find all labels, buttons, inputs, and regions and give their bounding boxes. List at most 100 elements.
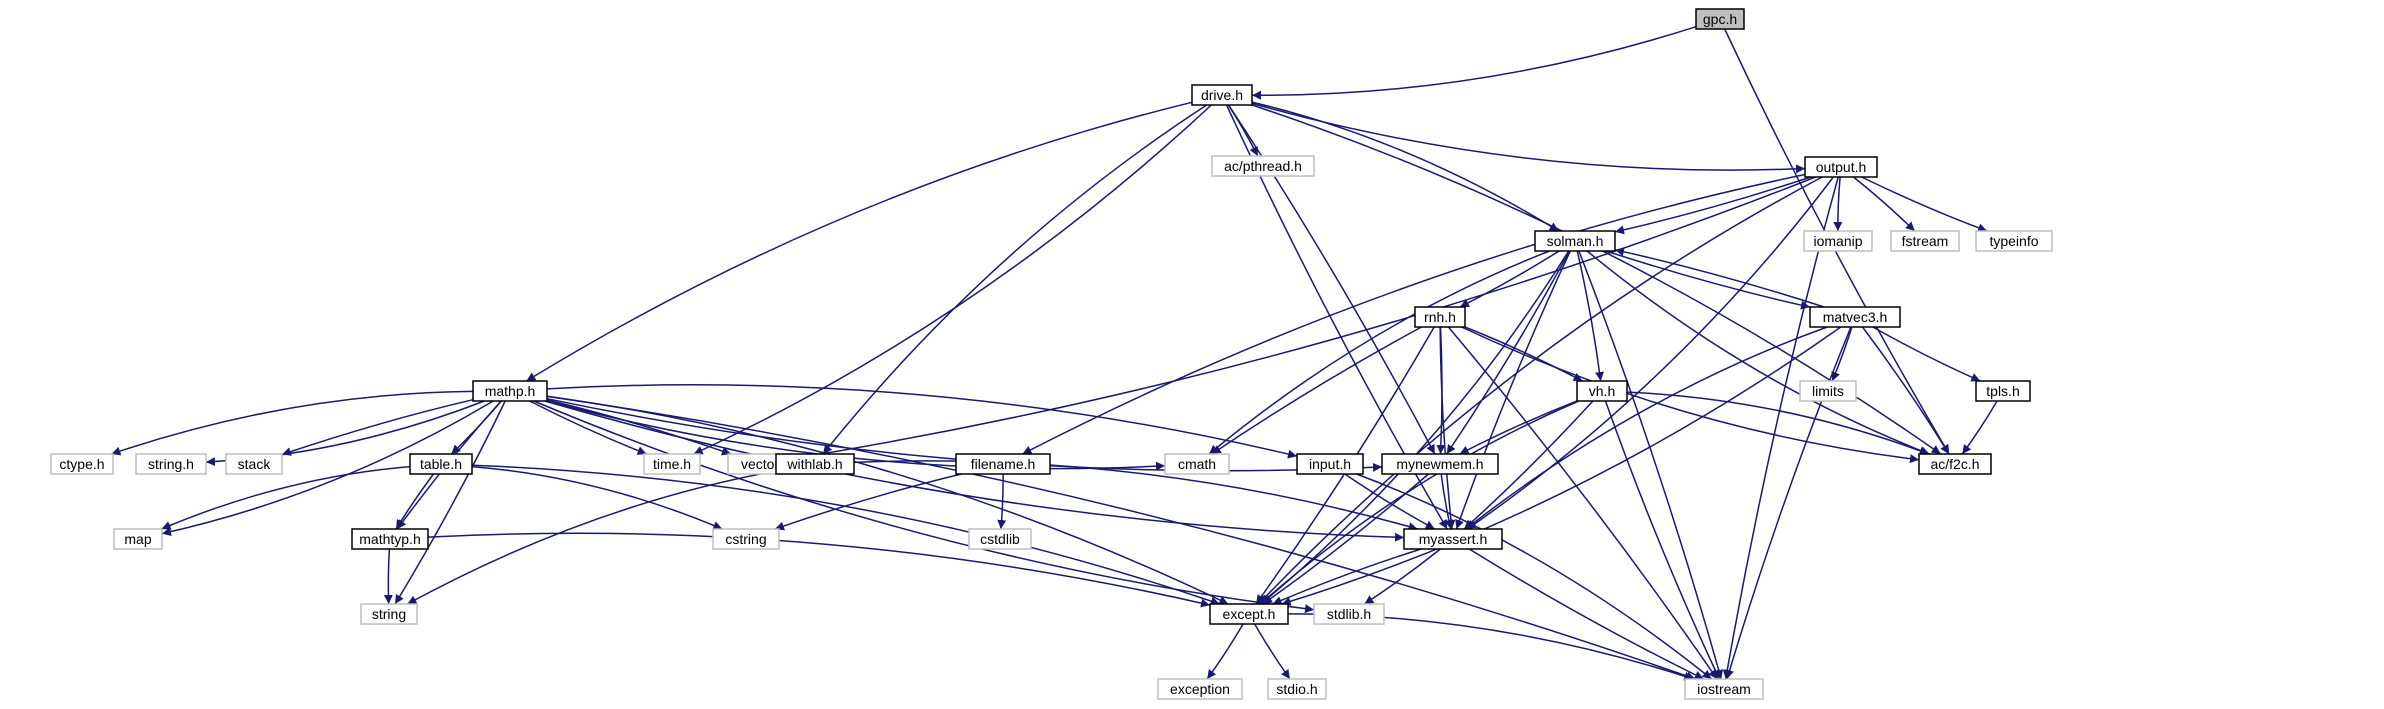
node-label: stdlib.h	[1327, 606, 1371, 622]
edge-withlab-to-myassert	[853, 460, 1418, 531]
edge-solman-to-myassert	[1455, 250, 1571, 530]
node-label: input.h	[1309, 456, 1351, 472]
edge-filename-to-cstring	[774, 473, 962, 531]
node-box	[1695, 8, 1745, 30]
node-label: exception	[1170, 681, 1230, 697]
edge-filename-to-cstdlib	[997, 473, 1007, 530]
node-label: vh.h	[1589, 383, 1615, 399]
node-iomanip: iomanip	[1803, 230, 1873, 252]
node-drive[interactable]: drive.h	[1191, 84, 1253, 106]
node-box	[1534, 230, 1616, 252]
node-mathp[interactable]: mathp.h	[472, 380, 548, 402]
node-label: gpc.h	[1703, 11, 1737, 27]
node-box	[1804, 156, 1878, 178]
node-filename[interactable]: filename.h	[955, 453, 1051, 475]
edge-layer	[111, 25, 1998, 681]
node-label: vector	[741, 456, 779, 472]
edge-rnh-to-vh	[1464, 326, 1583, 382]
edge-vh-to-myassert	[1463, 400, 1594, 530]
node-solman[interactable]: solman.h	[1534, 230, 1616, 252]
node-mathtyp[interactable]: mathtyp.h	[351, 528, 429, 550]
node-stdio: stdio.h	[1267, 678, 1327, 700]
node-box	[712, 528, 780, 550]
node-tpls[interactable]: tpls.h	[1975, 380, 2031, 402]
edge-solman-to-acf2c	[1586, 250, 1930, 455]
edge-mathp-to-myassert	[544, 400, 1405, 542]
node-ctype: ctype.h	[50, 453, 114, 475]
node-label: typeinfo	[1989, 233, 2038, 249]
node-label: map	[124, 531, 151, 547]
node-layer: gpc.h drive.h ac/pthread.h output.h iomanip f…	[50, 8, 2053, 700]
node-label: iomanip	[1813, 233, 1862, 249]
edge-output-to-typeinfo	[1861, 176, 1988, 233]
edge-matvec3-to-acf2c	[1861, 326, 1950, 455]
node-label: drive.h	[1201, 87, 1243, 103]
node-box	[1313, 603, 1385, 625]
edge-gpc-to-drive	[1251, 25, 1697, 100]
node-label: limits	[1812, 383, 1844, 399]
node-acf2c[interactable]: ac/f2c.h	[1918, 453, 1992, 475]
edge-matvec3-to-solman	[1614, 247, 1825, 308]
node-table[interactable]: table.h	[409, 453, 473, 475]
node-box	[135, 453, 207, 475]
edge-vh-to-iostream	[1604, 400, 1720, 680]
node-label: iostream	[1697, 681, 1751, 697]
node-myassert[interactable]: myassert.h	[1403, 528, 1503, 550]
node-box	[1209, 603, 1289, 625]
node-cstdlib: cstdlib	[968, 528, 1032, 550]
node-label: filename.h	[971, 456, 1036, 472]
node-box	[1157, 678, 1243, 700]
edge-table-to-except	[471, 464, 1220, 606]
node-cmath: cmath	[1164, 453, 1230, 475]
node-limits: limits	[1799, 380, 1857, 402]
node-box	[1267, 678, 1327, 700]
node-label: string	[372, 606, 406, 622]
node-vh[interactable]: vh.h	[1576, 380, 1628, 402]
edge-matvec3-to-except	[1281, 326, 1842, 606]
node-box	[1191, 84, 1253, 106]
node-label: cmath	[1178, 456, 1216, 472]
edge-mynewmem-to-except	[1262, 473, 1429, 605]
edge-solman-to-iostream	[1578, 250, 1724, 680]
node-label: mynewmem.h	[1396, 456, 1483, 472]
edge-output-to-except	[1258, 176, 1823, 605]
node-box	[968, 528, 1032, 550]
node-string_h: string.h	[135, 453, 207, 475]
edge-vh-to-mynewmem	[1459, 400, 1578, 455]
node-box	[1890, 230, 1960, 252]
node-box	[1164, 453, 1230, 475]
node-box	[1211, 155, 1315, 177]
edge-matvec3-to-tpls	[1872, 326, 1981, 382]
edge-drive-to-mathp	[526, 101, 1193, 382]
edge-withlab-to-string	[407, 470, 777, 605]
node-box	[472, 380, 548, 402]
edge-myassert-to-except	[1272, 548, 1422, 605]
node-label: solman.h	[1547, 233, 1604, 249]
edge-rnh-to-acf2c	[1461, 326, 1920, 464]
node-box	[1381, 453, 1499, 475]
node-label: ctype.h	[59, 456, 104, 472]
node-gpc[interactable]: gpc.h	[1695, 8, 1745, 30]
edge-mathp-to-string_h	[205, 400, 485, 467]
edge-output-to-vector	[791, 176, 1816, 462]
node-mynewmem[interactable]: mynewmem.h	[1381, 453, 1499, 475]
node-label: fstream	[1902, 233, 1949, 249]
node-box	[113, 528, 163, 550]
node-box	[775, 453, 855, 475]
node-matvec3[interactable]: matvec3.h	[1809, 306, 1901, 328]
node-except[interactable]: except.h	[1209, 603, 1289, 625]
edge-matvec3-to-iostream	[1725, 326, 1852, 680]
node-pthread: ac/pthread.h	[1211, 155, 1315, 177]
edge-input-to-iostream	[1356, 473, 1713, 680]
edge-output-to-myassert	[1466, 176, 1834, 530]
node-withlab[interactable]: withlab.h	[775, 453, 855, 475]
node-box	[1809, 306, 1901, 328]
node-box	[1918, 453, 1992, 475]
node-input[interactable]: input.h	[1296, 453, 1364, 475]
node-box	[643, 453, 701, 475]
node-stack: stack	[225, 453, 283, 475]
edge-mathp-to-ctype	[111, 390, 474, 456]
node-rnh[interactable]: rnh.h	[1414, 306, 1466, 328]
node-output[interactable]: output.h	[1804, 156, 1878, 178]
